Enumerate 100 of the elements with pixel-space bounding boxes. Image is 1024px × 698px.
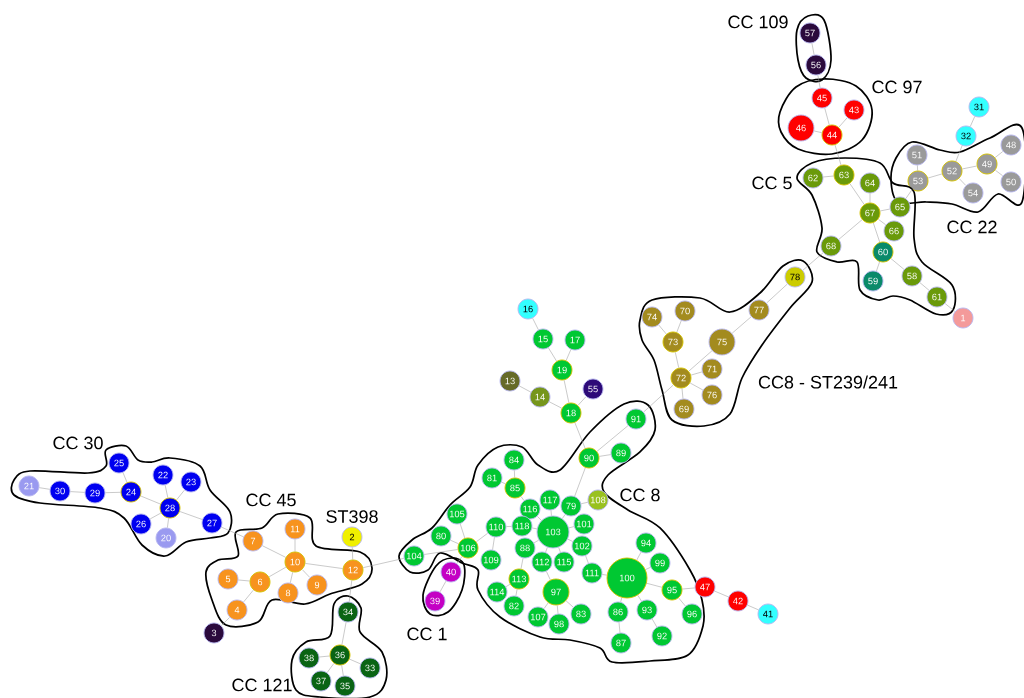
link-line xyxy=(970,116,975,127)
link-line xyxy=(681,388,684,399)
link-line xyxy=(643,384,674,413)
link-line xyxy=(995,170,1003,176)
link-line xyxy=(962,165,977,170)
link-line xyxy=(565,349,572,361)
link-line xyxy=(580,502,589,504)
link-line xyxy=(532,527,538,530)
link-line xyxy=(955,145,963,162)
link-line xyxy=(869,193,871,203)
link-line xyxy=(238,579,250,582)
node-label: CC 121 xyxy=(232,678,292,692)
link-line xyxy=(849,183,865,205)
node-label: CC 22 xyxy=(947,220,997,234)
link-line xyxy=(515,589,518,596)
link-line xyxy=(563,379,570,403)
link-line xyxy=(501,481,506,485)
link-line xyxy=(514,470,515,478)
link-line xyxy=(620,597,623,603)
link-line xyxy=(823,175,834,178)
link-line xyxy=(326,663,335,673)
link-line xyxy=(459,523,466,539)
link-line xyxy=(243,589,254,603)
link-line xyxy=(262,545,286,558)
link-line xyxy=(349,658,361,665)
link-line xyxy=(596,425,629,452)
link-line xyxy=(802,252,824,271)
link-line xyxy=(834,144,842,166)
link-line xyxy=(689,382,704,391)
link-line xyxy=(39,487,50,490)
link-line xyxy=(958,178,967,186)
link-line xyxy=(824,107,830,126)
link-line xyxy=(533,539,539,544)
link-line xyxy=(301,569,311,578)
link-line xyxy=(873,222,880,243)
link-line xyxy=(636,551,642,561)
link-line xyxy=(518,385,532,393)
node-label: CC 45 xyxy=(246,493,296,507)
link-line xyxy=(565,600,574,608)
link-line xyxy=(880,208,890,212)
link-line xyxy=(602,574,607,576)
link-line xyxy=(747,604,759,611)
node-label: CC 1 xyxy=(407,627,447,641)
link-line xyxy=(221,617,230,626)
link-line xyxy=(876,261,880,272)
link-line xyxy=(811,43,815,55)
link-line xyxy=(688,350,713,372)
link-line xyxy=(537,516,542,521)
link-line xyxy=(505,584,511,587)
link-line xyxy=(890,258,905,270)
link-line xyxy=(917,165,918,171)
link-line xyxy=(548,347,557,362)
link-line xyxy=(690,371,703,376)
link-line xyxy=(646,583,663,588)
link-line xyxy=(221,526,244,538)
link-line xyxy=(994,151,1004,158)
link-line xyxy=(305,563,343,569)
link-line xyxy=(567,538,573,542)
link-line xyxy=(675,351,679,369)
link-line xyxy=(176,489,185,501)
link-line xyxy=(439,580,447,593)
link-line xyxy=(476,533,488,542)
link-line xyxy=(520,496,525,501)
link-line xyxy=(766,283,788,304)
node-label: CC 109 xyxy=(728,15,788,29)
link-line xyxy=(341,622,347,645)
link-line xyxy=(290,571,293,584)
link-line xyxy=(492,537,495,550)
link-line xyxy=(838,219,863,240)
link-line xyxy=(105,492,121,493)
link-line xyxy=(676,320,682,333)
link-line xyxy=(905,189,913,199)
link-line xyxy=(543,602,549,609)
link-line xyxy=(268,566,287,578)
link-line xyxy=(658,324,667,335)
link-line xyxy=(599,454,611,457)
beside-label: ST398 xyxy=(326,510,378,523)
link-line xyxy=(341,665,344,676)
link-line xyxy=(585,555,589,564)
link-line xyxy=(838,117,848,128)
link-line xyxy=(562,514,566,519)
link-line xyxy=(450,540,459,544)
link-line xyxy=(568,526,575,529)
link-line xyxy=(919,282,930,291)
link-line xyxy=(349,580,353,602)
link-line xyxy=(557,605,559,614)
link-line xyxy=(558,547,561,553)
link-line xyxy=(352,547,353,560)
link-line xyxy=(140,495,161,505)
link-line xyxy=(545,547,548,553)
link-line xyxy=(574,422,586,449)
link-line xyxy=(546,571,551,581)
link-line xyxy=(167,518,169,528)
link-line xyxy=(319,655,330,658)
link-line xyxy=(682,587,695,590)
link-line xyxy=(645,567,651,570)
link-line xyxy=(944,303,956,312)
link-line xyxy=(574,467,586,497)
link-line xyxy=(520,558,524,569)
link-line xyxy=(714,590,729,598)
